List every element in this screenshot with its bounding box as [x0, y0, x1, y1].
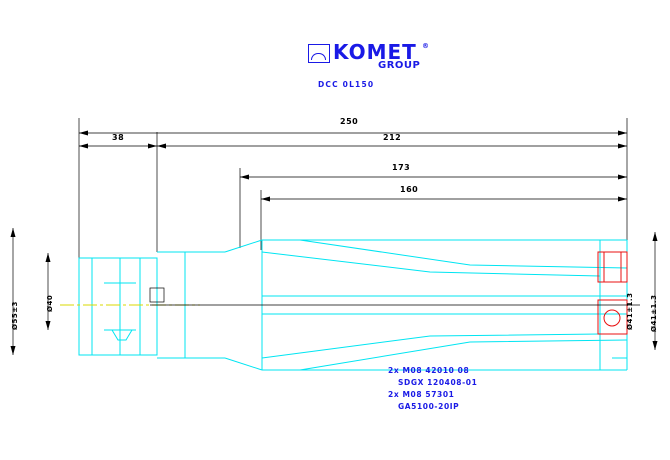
dim-label-flute-length: 160 — [400, 185, 419, 194]
taper-bottom — [224, 357, 263, 371]
annotation-line-2: SDGX 120408-01 — [398, 378, 478, 387]
key-square — [149, 287, 165, 303]
brand-subtitle: GROUP — [378, 60, 421, 71]
annotation-line-4: GA5100-20IP — [398, 402, 460, 411]
insert-pocket-upper — [597, 251, 628, 283]
flute-helix-2 — [261, 251, 601, 277]
dim-label-shank-diameter: Ø55±3 — [11, 301, 19, 330]
flute-helix-1 — [299, 239, 628, 269]
key-detail — [149, 287, 165, 303]
dim-label-body: 212 — [383, 133, 402, 142]
annotation-line-3: 2x M08 57301 — [388, 390, 455, 399]
drawing-code: DCC 0L150 — [318, 80, 375, 89]
registered-mark: ® — [422, 42, 429, 50]
annotation-line-1: 2x M08 42010 08 — [388, 366, 470, 375]
komet-logo-icon — [308, 44, 330, 63]
insert-screw-hole — [603, 309, 621, 327]
brand-logo: KOMET ® GROUP DCC 0L150 — [300, 40, 450, 89]
dim-label-flute-to-tip: 173 — [392, 163, 411, 172]
shank-flange — [78, 257, 158, 356]
dim-label-tip-diameter-1: Ø41±1.3 — [626, 292, 634, 330]
dimension-lines — [12, 118, 656, 355]
dimension-arrows — [10, 130, 658, 355]
dim-label-tip-diameter-2: Ø41±1.3 — [650, 294, 658, 332]
dim-label-overall: 250 — [340, 117, 359, 126]
flute-helix-4 — [261, 333, 601, 359]
insert-pocket-detail — [597, 251, 628, 335]
dim-label-shank: 38 — [112, 133, 125, 142]
drive-slot — [111, 329, 133, 341]
taper-top — [224, 239, 263, 253]
brand-name: KOMET — [333, 40, 417, 64]
flute-helix-3 — [299, 339, 628, 371]
dim-label-shank-bore: Ø40 — [46, 294, 54, 312]
